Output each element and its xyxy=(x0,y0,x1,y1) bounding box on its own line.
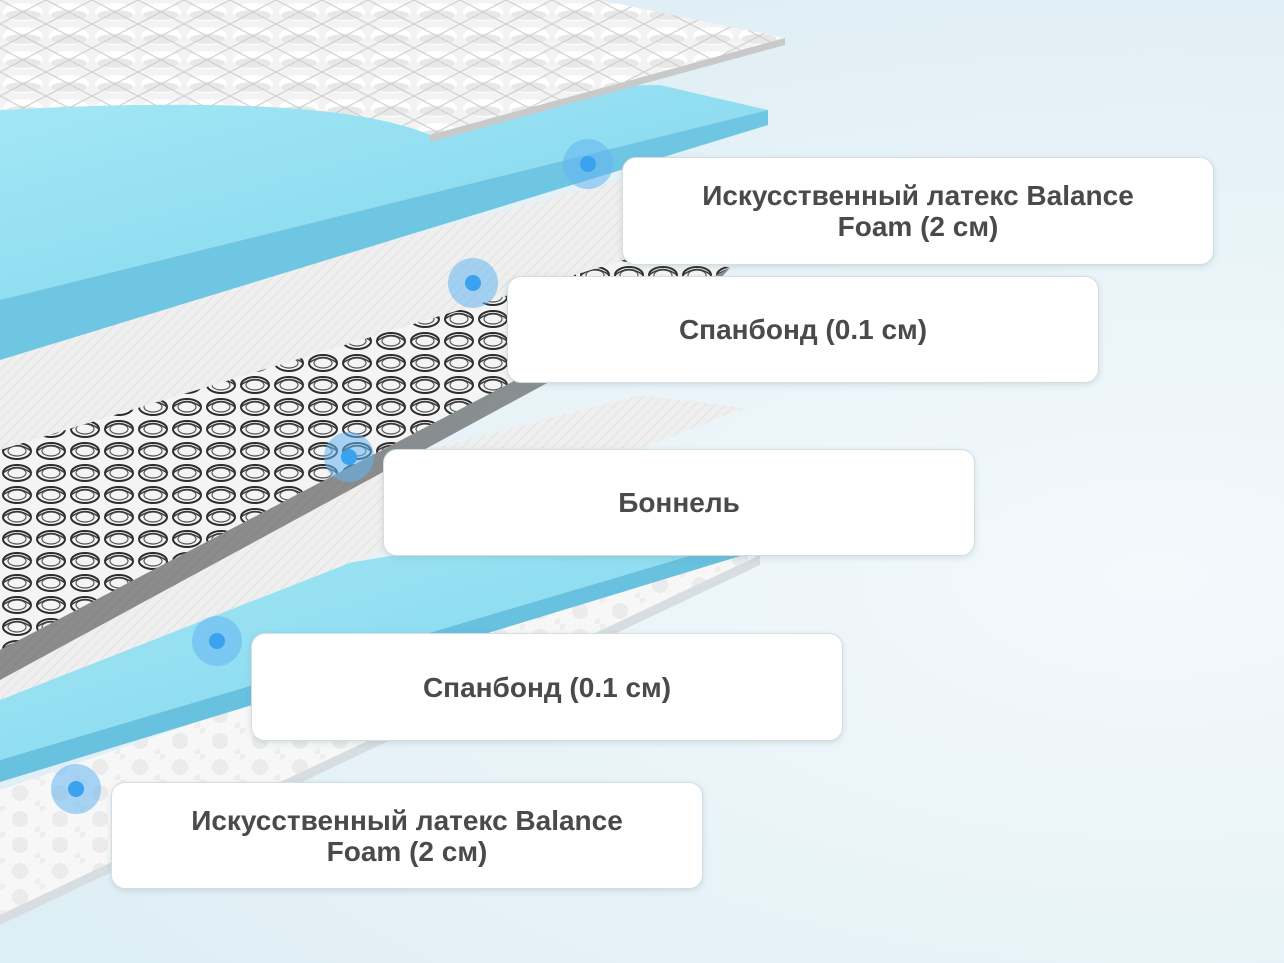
layer-label-text: Искусственный латекс Balance Foam (2 см) xyxy=(702,180,1134,242)
layer-marker-5[interactable] xyxy=(51,764,101,814)
layer-label-bonnell: Боннель xyxy=(383,449,975,556)
layer-marker-1[interactable] xyxy=(563,139,613,189)
layer-label-top-spunbond: Спанбонд (0.1 см) xyxy=(507,276,1099,383)
layer-marker-3[interactable] xyxy=(324,432,374,482)
layer-label-text: Спанбонд (0.1 см) xyxy=(678,314,928,345)
layer-label-bottom-foam: Искусственный латекс Balance Foam (2 см) xyxy=(111,782,703,889)
layer-label-top-foam: Искусственный латекс Balance Foam (2 см) xyxy=(622,157,1214,265)
layer-label-bottom-spunbond: Спанбонд (0.1 см) xyxy=(251,633,843,741)
layer-marker-2[interactable] xyxy=(448,258,498,308)
layer-label-text: Боннель xyxy=(618,487,740,518)
quilted-top-cover xyxy=(0,0,785,142)
layer-label-text: Искусственный латекс Balance Foam (2 см) xyxy=(191,804,623,867)
layer-marker-4[interactable] xyxy=(192,616,242,666)
layer-label-text: Спанбонд (0.1 см) xyxy=(422,671,672,703)
top-spunbond-layer xyxy=(0,180,640,450)
